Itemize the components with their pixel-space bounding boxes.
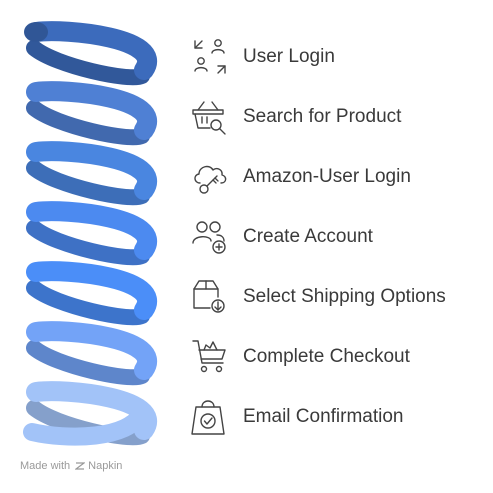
step-email-confirmation: Email Confirmation: [190, 397, 404, 437]
coil-back-strand: [26, 100, 150, 146]
add-users-icon: [192, 221, 226, 254]
coil-back-strand: [26, 340, 150, 386]
shopping-cart-icon: [192, 340, 226, 373]
shopping-bag-check-icon: [191, 400, 225, 435]
spiral-coil: [23, 21, 157, 446]
basket-search-icon: [192, 101, 226, 135]
step-complete-checkout: Complete Checkout: [190, 337, 410, 377]
step-label: Select Shipping Options: [243, 286, 446, 307]
coil-front-strand: [26, 141, 157, 200]
coil-front-strand: [26, 321, 157, 380]
step-label: Amazon-User Login: [243, 166, 411, 187]
coil-back-strand: [26, 280, 150, 326]
napkin-logo-icon: [75, 462, 86, 470]
coil-back-strand: [26, 220, 150, 266]
coil-back-strand: [26, 160, 150, 206]
step-user-login: User Login: [190, 37, 335, 77]
coil-top-cap: [24, 22, 48, 42]
step-label: Complete Checkout: [243, 346, 410, 367]
coil-front-strand: [26, 81, 157, 140]
made-with-text: Made with: [20, 460, 71, 472]
step-label: Create Account: [243, 226, 373, 247]
package-download-icon: [193, 280, 225, 313]
coil-front-strand: [26, 261, 157, 320]
step-search-for-product: Search for Product: [190, 97, 401, 137]
cloud-key-icon: [194, 165, 227, 194]
step-label: Email Confirmation: [243, 406, 404, 427]
step-select-shipping-options: Select Shipping Options: [190, 277, 446, 317]
step-label: Search for Product: [243, 106, 402, 127]
step-label: User Login: [243, 46, 335, 67]
brand-name[interactable]: Napkin: [88, 460, 123, 472]
footer-attribution: Made with Napkin: [20, 460, 122, 472]
coil-front-strand: [26, 201, 157, 260]
coil-end-strand: [23, 403, 151, 446]
step-amazon-user-login: Amazon-User Login: [190, 157, 411, 197]
coil-front-strand: [26, 21, 157, 80]
user-switch-icon: [194, 39, 226, 74]
step-create-account: Create Account: [190, 217, 373, 257]
coil-back-strand: [26, 40, 150, 86]
